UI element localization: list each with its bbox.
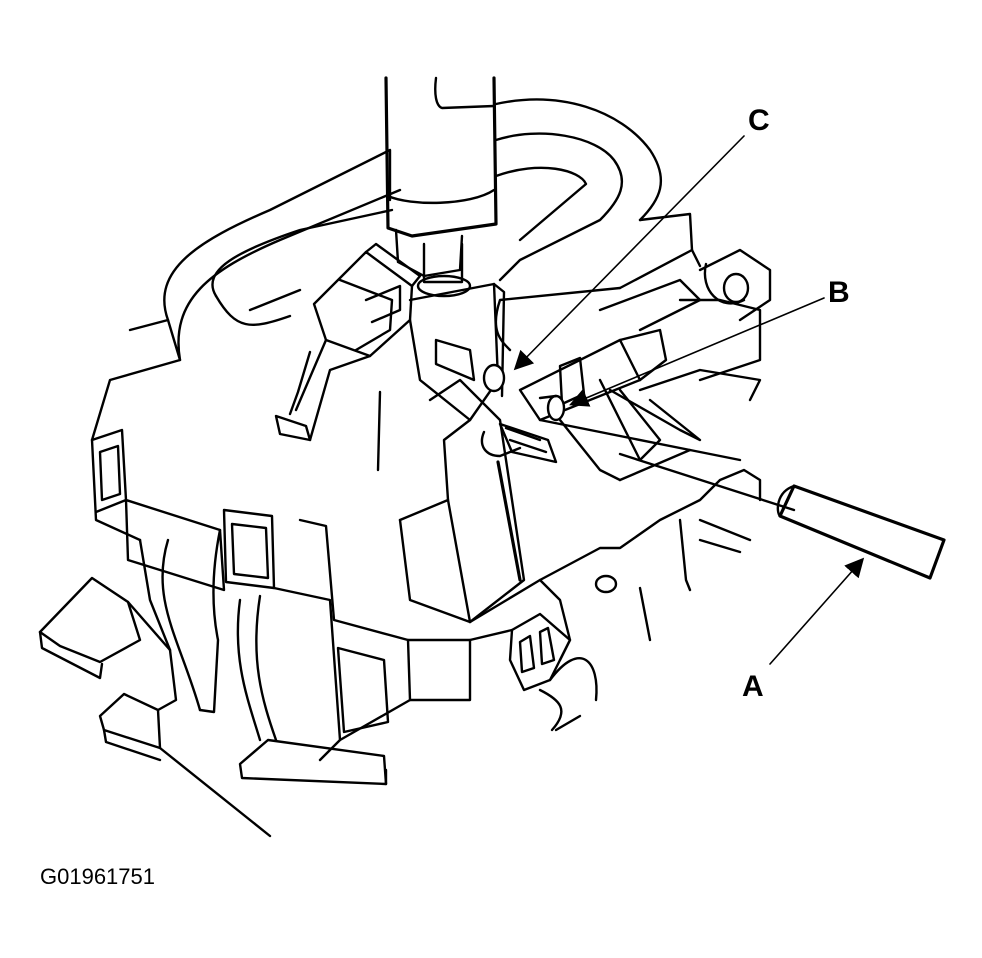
lower-cover — [468, 468, 762, 732]
callout-b-label: B — [828, 276, 850, 309]
release-tool — [618, 452, 946, 580]
park-lock-mechanism — [518, 248, 772, 482]
callout-c-label: C — [748, 104, 770, 137]
callout-b: B — [569, 276, 850, 407]
callout-a: A — [742, 557, 865, 703]
shift-lever-shaft — [384, 76, 498, 298]
base-bracket — [38, 576, 388, 838]
lock-pin — [480, 363, 566, 464]
callout-a-leader — [769, 557, 865, 665]
callout-a-label: A — [742, 670, 764, 703]
callout-c: C — [513, 104, 770, 371]
selector-housing — [90, 318, 472, 762]
callout-c-leader — [513, 135, 745, 371]
figure-id: G01961751 — [40, 864, 155, 889]
lever-block — [274, 242, 526, 624]
callout-b-leader — [569, 297, 825, 407]
shift-gate — [163, 98, 702, 362]
